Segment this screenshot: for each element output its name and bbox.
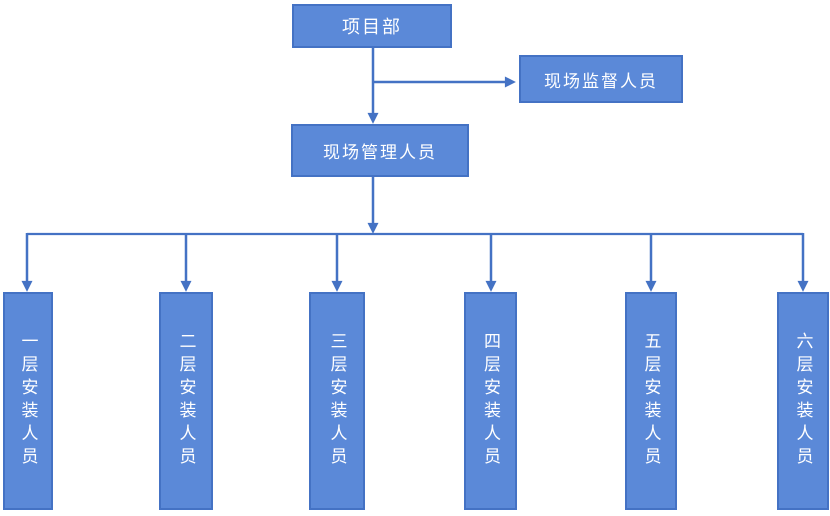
node-label: 三层安装人员 bbox=[327, 332, 347, 470]
node-label: 一层安装人员 bbox=[18, 332, 38, 470]
node-floor-4-installers[interactable]: 四层安装人员 bbox=[464, 292, 517, 510]
node-floor-1-installers[interactable]: 一层安装人员 bbox=[3, 292, 53, 510]
node-floor-5-installers[interactable]: 五层安装人员 bbox=[625, 292, 677, 510]
node-floor-3-installers[interactable]: 三层安装人员 bbox=[309, 292, 365, 510]
node-floor-2-installers[interactable]: 二层安装人员 bbox=[159, 292, 213, 510]
node-label: 五层安装人员 bbox=[641, 332, 661, 470]
node-floor-6-installers[interactable]: 六层安装人员 bbox=[777, 292, 829, 510]
node-label: 现场监督人员 bbox=[544, 71, 658, 91]
node-label: 二层安装人员 bbox=[176, 332, 196, 470]
node-site-management-staff[interactable]: 现场管理人员 bbox=[291, 124, 469, 177]
node-site-supervision-staff[interactable]: 现场监督人员 bbox=[519, 55, 683, 103]
node-label: 现场管理人员 bbox=[323, 143, 437, 162]
node-project-department[interactable]: 项目部 bbox=[292, 4, 452, 48]
node-label: 六层安装人员 bbox=[793, 332, 813, 470]
node-label: 四层安装人员 bbox=[481, 332, 500, 470]
node-label: 项目部 bbox=[342, 17, 402, 37]
